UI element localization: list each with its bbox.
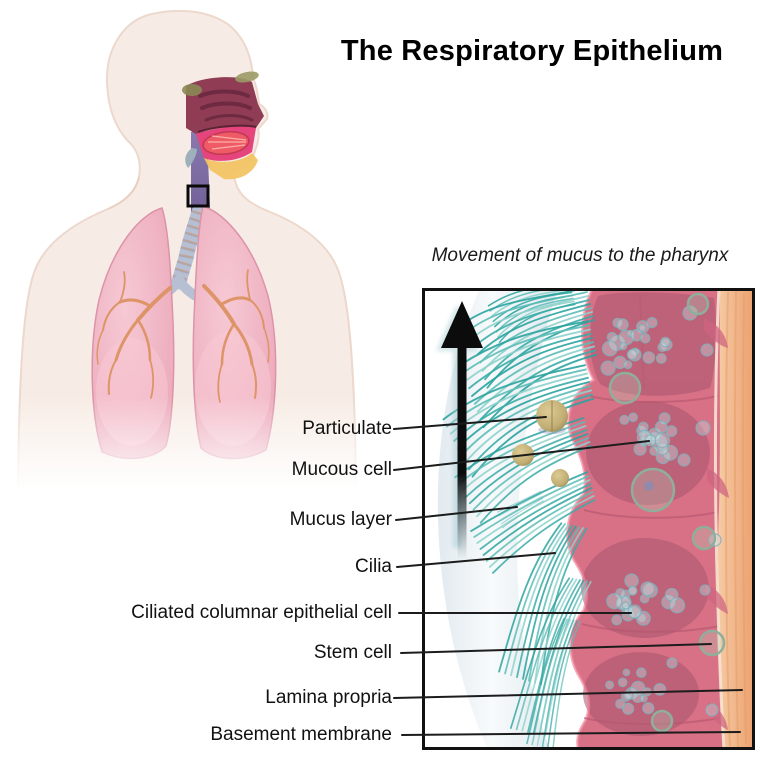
- cell-tails: [704, 318, 729, 730]
- illustration-fade: [0, 396, 380, 490]
- label-cilia: Cilia: [355, 556, 392, 577]
- tongue-lines: [208, 135, 247, 150]
- nasal-concha: [200, 101, 252, 110]
- epithelium-cells: [567, 288, 755, 750]
- neck-shading: [107, 176, 140, 210]
- page-title: The Respiratory Epithelium: [340, 35, 724, 67]
- particulate-sphere: [551, 469, 569, 487]
- palate-line: [197, 124, 257, 133]
- nucleolus: [644, 481, 654, 491]
- label-mucous-cell: Mucous cell: [291, 459, 392, 480]
- cell-nuclei: [608, 292, 726, 733]
- sinus-shape: [235, 71, 259, 83]
- epithelium-detail-art: [422, 288, 755, 750]
- particulate-sphere: [512, 444, 534, 466]
- label-basement-membrane: Basement membrane: [210, 724, 392, 745]
- trachea-inset-marker-icon: [186, 184, 210, 208]
- nucleus: [691, 525, 717, 551]
- label-ciliated-columnar-epithelial-cell: Ciliated columnar epithelial cell: [131, 602, 392, 623]
- nucleus: [608, 371, 642, 405]
- nasal-concha: [198, 89, 250, 98]
- label-lamina-propria: Lamina propria: [265, 687, 392, 708]
- label-stem-cell: Stem cell: [313, 642, 392, 663]
- epiglottis: [185, 148, 197, 168]
- sinus-shape: [182, 84, 202, 96]
- nucleus: [650, 709, 674, 733]
- epithelium-inset-box: [422, 288, 755, 750]
- nucleus: [630, 467, 676, 513]
- basement-membrane-line: [713, 288, 726, 750]
- anatomy-overview-illustration: [0, 9, 380, 490]
- cell-boundaries: [581, 293, 721, 725]
- nasal-concha: [204, 114, 254, 122]
- bronchial-tree: [96, 269, 270, 403]
- jaw-tissue: [204, 153, 258, 180]
- cell-interiors: [581, 292, 717, 736]
- inset-caption: Movement of mucus to the pharynx: [431, 245, 729, 266]
- lamina-propria-strip: [717, 288, 755, 750]
- label-particulate: Particulate: [302, 418, 392, 439]
- label-mucus-layer: Mucus layer: [289, 509, 392, 530]
- stem-cell-body: [698, 629, 726, 657]
- nucleus: [686, 292, 710, 316]
